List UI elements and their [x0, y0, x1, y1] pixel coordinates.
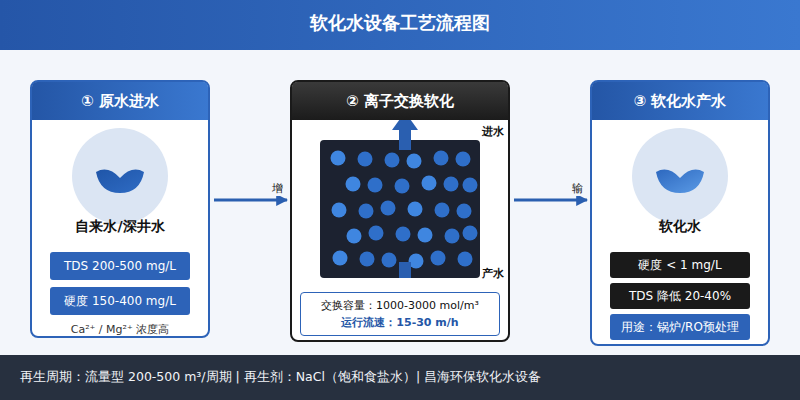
- footer-text: 再生周期：流量型 200-500 m³/周期 | 再生剂：NaCl（饱和食盐水）…: [0, 369, 541, 386]
- panel-header: ③ 软化水产水: [592, 82, 768, 120]
- spec-box: 交换容量：1000-3000 mol/m³运行流速：15-30 m/h: [300, 292, 500, 336]
- spec-text: 交换容量：1000-3000 mol/m³: [321, 297, 479, 314]
- spec-text: 硬度 < 1 mg/L: [638, 257, 721, 274]
- spec-text: 硬度 150-400 mg/L: [64, 293, 176, 310]
- spec-box: 用途：锅炉/RO预处理: [610, 314, 750, 340]
- spec-box: 硬度 < 1 mg/L: [610, 252, 750, 278]
- spec-text: 运行流速：15-30 m/h: [341, 314, 458, 331]
- panel-ground: [590, 80, 770, 346]
- panel-text: 自来水/深井水: [32, 218, 208, 236]
- title-bar: 软化水设备工艺流程图: [0, 0, 800, 50]
- panel-header: ① 原水进水: [32, 82, 208, 120]
- process-panel: ① 原水进水自来水/深井水 Ca²⁺ / Mg²⁺ 浓度高 TDS 200-500 …: [30, 80, 210, 338]
- flow-label: 产水: [482, 266, 504, 281]
- spec-box: TDS 降低 20-40%: [610, 283, 750, 309]
- panel-ground: [30, 80, 210, 338]
- flow-arrow: [214, 199, 287, 202]
- spec-text: 用途：锅炉/RO预处理: [621, 319, 739, 336]
- water-icon: [96, 170, 144, 193]
- panel-ground: [290, 80, 510, 342]
- process-panel: ③ 软化水产水软化水硬度 < 1 mg/L TDS 降低 20-40% 用途：锅炉/…: [590, 80, 770, 346]
- flow-label: 进水: [482, 124, 504, 139]
- flow-arrow-shaft: [399, 128, 411, 150]
- resin-beads: [331, 151, 478, 269]
- spec-box: 硬度 150-400 mg/L: [50, 287, 190, 315]
- flow-arrow: [514, 199, 587, 202]
- spec-text: TDS 200-500 mg/L: [64, 259, 176, 273]
- water-icon-bg: [632, 128, 728, 224]
- spec-text: TDS 降低 20-40%: [629, 288, 731, 305]
- process-panel: ② 离子交换软化交换容量：1000-3000 mol/m³运行流速：15-30 …: [290, 80, 510, 342]
- water-icon: [656, 170, 704, 193]
- footer-band: 再生周期：流量型 200-500 m³/周期 | 再生剂：NaCl（饱和食盐水）…: [0, 355, 800, 400]
- edge-label: 增: [271, 181, 284, 196]
- spec-box: TDS 200-500 mg/L: [50, 252, 190, 280]
- outlet-pipe: [399, 262, 411, 278]
- edge-label: 输: [571, 181, 584, 196]
- water-icon-bg: [72, 128, 168, 224]
- panel-header: ② 离子交换软化: [292, 82, 508, 120]
- panel-text: 软化水: [592, 218, 768, 236]
- resin-tank: [320, 140, 480, 278]
- panel-text: Ca²⁺ / Mg²⁺ 浓度高: [32, 322, 208, 337]
